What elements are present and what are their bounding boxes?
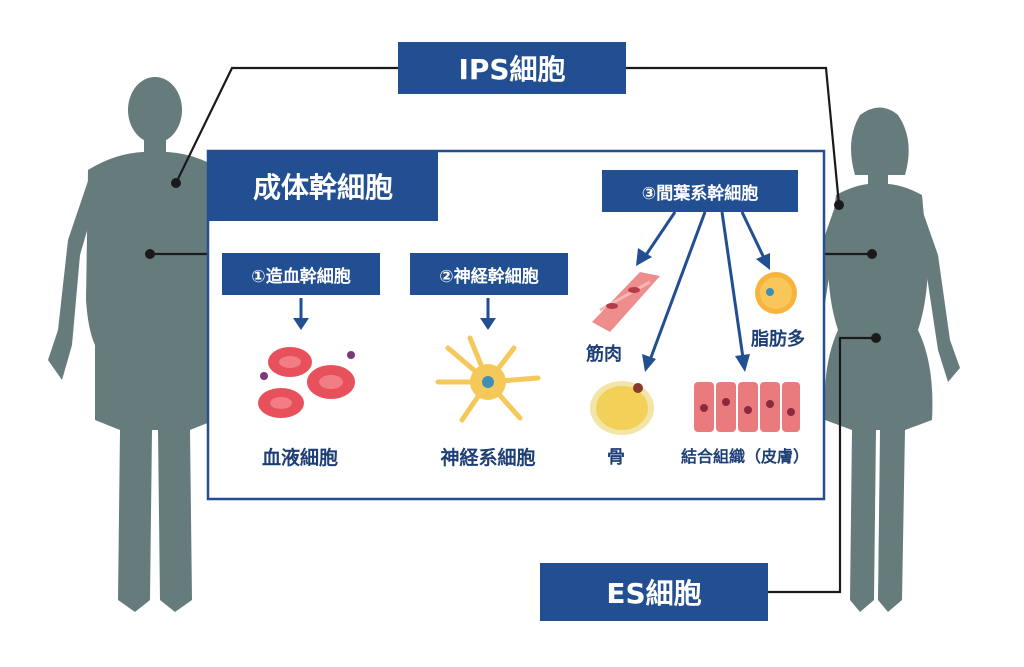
fat-label: 脂肪多 (751, 329, 805, 350)
es-cell-label: ES細胞 (540, 563, 768, 621)
neural-stem-label: ②神経幹細胞 (410, 253, 568, 295)
bone-cell-illustration (590, 381, 654, 435)
arrows (293, 211, 770, 372)
nervous-cells-label: 神経系細胞 (440, 447, 536, 469)
neuron-illustration (435, 335, 541, 423)
connector-dots (145, 178, 881, 343)
bone-label: 骨 (607, 447, 625, 468)
hematopoietic-stem-label: ①造血幹細胞 (222, 253, 380, 295)
blood-cells-label: 血液細胞 (261, 447, 338, 469)
blood-cells-illustration (258, 347, 355, 418)
connective-tissue-label: 結合組織（皮膚） (680, 447, 809, 466)
fat-cell-illustration (755, 272, 797, 314)
connector-lines (150, 66, 876, 594)
connective-tissue-illustration (694, 382, 800, 432)
mesenchymal-stem-label: ③間葉系幹細胞 (602, 170, 798, 212)
muscle-illustration (592, 272, 660, 332)
adult-stem-cell-title: 成体幹細胞 (208, 151, 438, 221)
ips-cell-label: IPS細胞 (398, 42, 626, 94)
muscle-label: 筋肉 (586, 344, 622, 365)
